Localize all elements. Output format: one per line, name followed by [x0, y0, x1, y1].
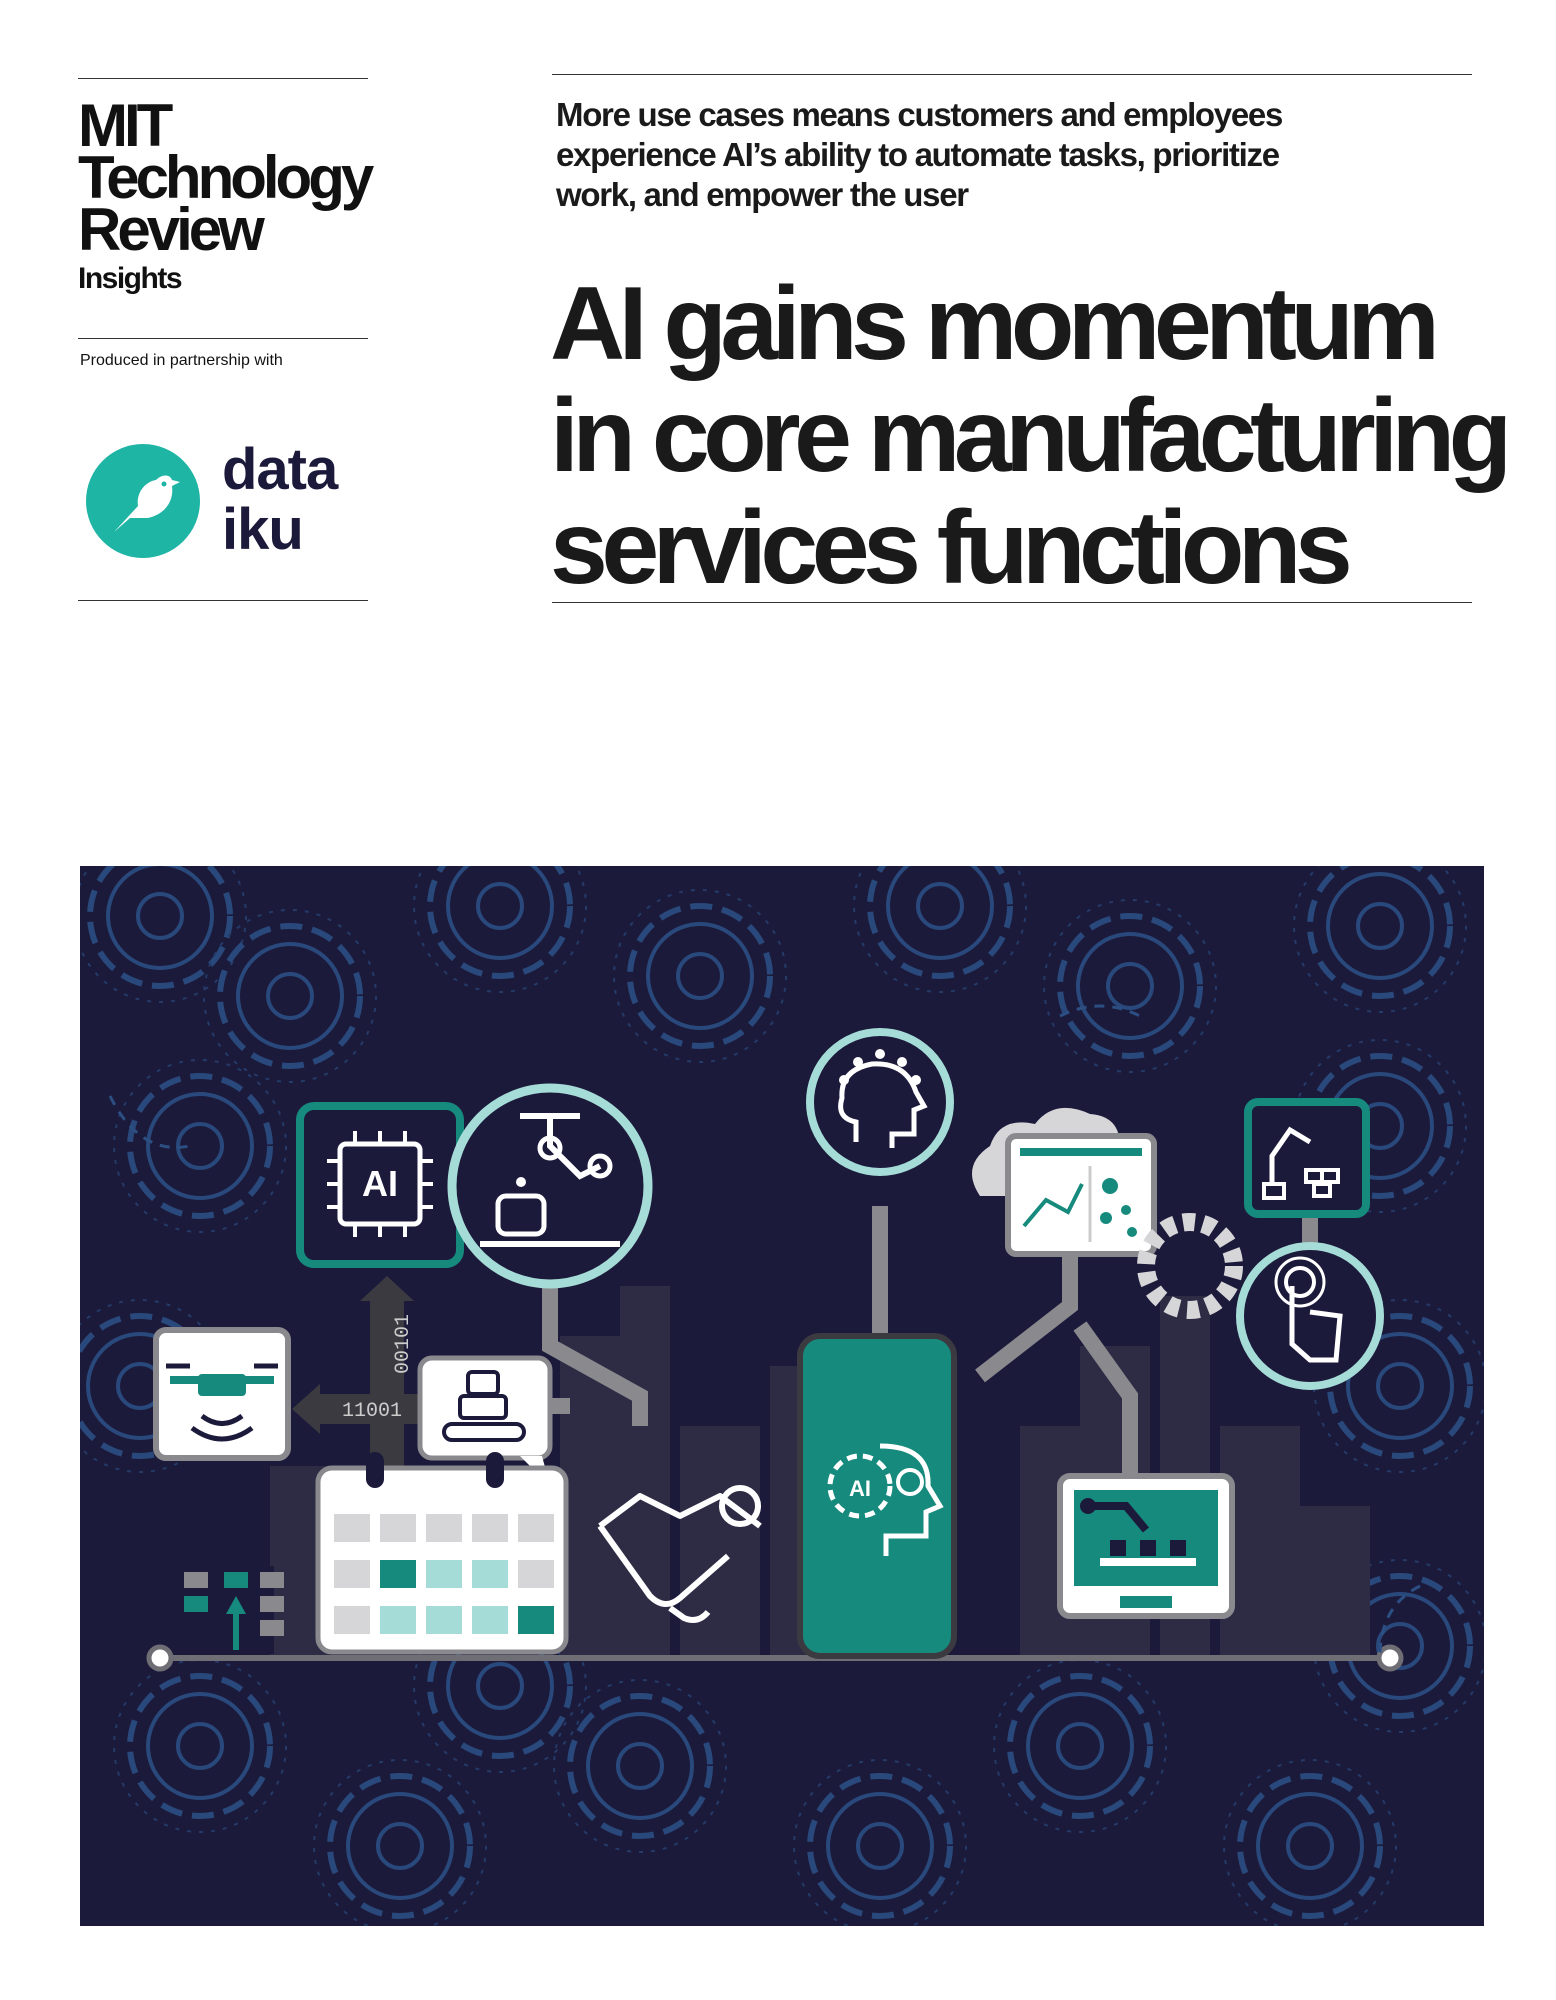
binary-vertical: 00101 [392, 1314, 415, 1374]
subtitle: More use cases means customers and emplo… [556, 95, 1456, 215]
brain-head-icon [806, 1028, 954, 1176]
assembly-monitor-icon [1057, 1473, 1235, 1619]
subtitle-line-2: experience AI’s ability to automate task… [556, 136, 1280, 173]
upload-arrow: 00101 [360, 1276, 415, 1476]
gear-icon [1137, 1213, 1243, 1319]
dataiku-logo: data iku [86, 440, 356, 560]
dataiku-wordmark-line-2: iku [222, 497, 304, 562]
logo-line-1: MIT [78, 92, 173, 159]
ai-chip-icon: AI [296, 1102, 464, 1268]
logo-line-3: Review [78, 196, 265, 263]
drone-icon [153, 1327, 291, 1461]
chip-label: AI [362, 1163, 398, 1204]
subtitle-line-1: More use cases means customers and emplo… [556, 96, 1283, 133]
headline-line-2: in core manufacturing [550, 378, 1512, 494]
calendar-icon [315, 1452, 569, 1655]
subtitle-line-3: work, and empower the user [556, 176, 969, 213]
timeline-bar [146, 1644, 1404, 1672]
mit-technology-review-logo: MIT Technology Review Insights [78, 92, 374, 296]
server-icon [184, 1566, 284, 1654]
binary-horizontal: 11001 [342, 1400, 402, 1423]
top-rule-right [552, 74, 1472, 75]
dataiku-bird-icon [86, 444, 200, 558]
headline-line-1: AI gains momentum [550, 266, 1440, 382]
analytics-monitor-icon [1005, 1133, 1157, 1257]
dataiku-wordmark: data iku [222, 437, 338, 562]
robot-arm-icon [447, 1083, 653, 1289]
touch-hand-icon [1236, 1242, 1384, 1390]
ai-head-icon: AI [797, 1333, 957, 1659]
logo-line-2: Technology [78, 144, 374, 211]
top-rule-left [78, 78, 368, 79]
partner-label: Produced in partnership with [80, 352, 283, 369]
bottom-rule-left [78, 600, 368, 601]
headline: AI gains momentum in core manufacturing … [550, 266, 1512, 606]
mid-rule-left [78, 338, 368, 339]
head-label: AI [849, 1476, 871, 1501]
industrial-robot-icon [1244, 1098, 1370, 1218]
hero-illustration: AI 00101 11001 [80, 866, 1484, 1926]
bottom-rule-right [552, 602, 1472, 603]
headline-line-3: services functions [550, 490, 1353, 606]
logo-insights: Insights [78, 262, 183, 295]
dataiku-wordmark-line-1: data [222, 437, 338, 502]
dashed-arrows [108, 1004, 1421, 1657]
handshake-icon [597, 1485, 762, 1623]
